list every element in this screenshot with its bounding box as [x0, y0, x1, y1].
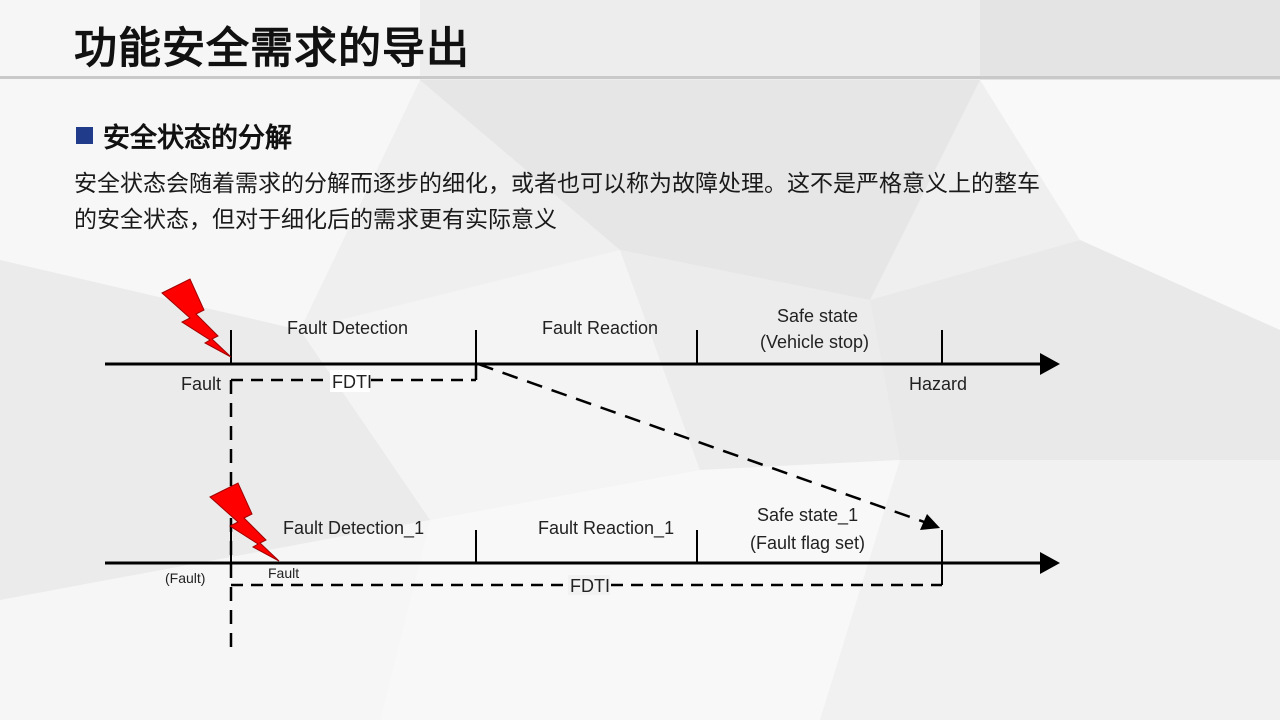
top-label-fault: Fault — [181, 374, 221, 394]
bottom-fdti-label-bg — [568, 575, 610, 595]
title-bar: 功能安全需求的导出 — [0, 0, 1280, 80]
bottom-label-fault-detection: Fault Detection_1 — [283, 518, 424, 539]
square-bullet-icon — [76, 127, 93, 144]
title-divider — [0, 76, 1280, 79]
bottom-label-safe-state-detail: (Fault flag set) — [750, 533, 865, 553]
section-header: 安全状态的分解 — [76, 116, 292, 155]
bottom-timeline-arrowhead — [1040, 552, 1060, 574]
top-label-fault-detection: Fault Detection — [287, 318, 408, 338]
top-label-hazard: Hazard — [909, 374, 967, 394]
diagonal-arrowhead — [920, 514, 940, 530]
top-fdti-label-bg — [330, 370, 370, 392]
bottom-label-fault: Fault — [268, 565, 299, 581]
page-title: 功能安全需求的导出 — [74, 24, 470, 74]
diagonal-mapping-arrow — [477, 362, 931, 526]
description-line-1: 安全状态会随着需求的分解而逐步的细化，或者也可以称为故障处理。这不是严格意义上的… — [74, 171, 1040, 197]
top-fault-lightning-icon — [161, 278, 232, 358]
top-label-safe-state-detail: (Vehicle stop) — [760, 332, 869, 352]
top-label-fdti: FDTI — [332, 372, 372, 392]
top-label-fault-reaction: Fault Reaction — [542, 318, 658, 338]
bottom-fault-lightning-icon — [209, 482, 280, 562]
description-line-2: 的安全状态，但对于细化后的需求更有实际意义 — [74, 207, 557, 233]
top-label-safe-state: Safe state — [777, 306, 858, 326]
bottom-label-fdti: FDTI — [570, 576, 610, 596]
bottom-label-fault-paren: (Fault) — [165, 570, 205, 586]
section-heading: 安全状态的分解 — [103, 123, 292, 154]
top-timeline-arrowhead — [1040, 353, 1060, 375]
bottom-label-fault-reaction: Fault Reaction_1 — [538, 518, 674, 539]
bottom-label-safe-state: Safe state_1 — [757, 505, 858, 526]
section-description: 安全状态会随着需求的分解而逐步的细化，或者也可以称为故障处理。这不是严格意义上的… — [74, 166, 1224, 238]
